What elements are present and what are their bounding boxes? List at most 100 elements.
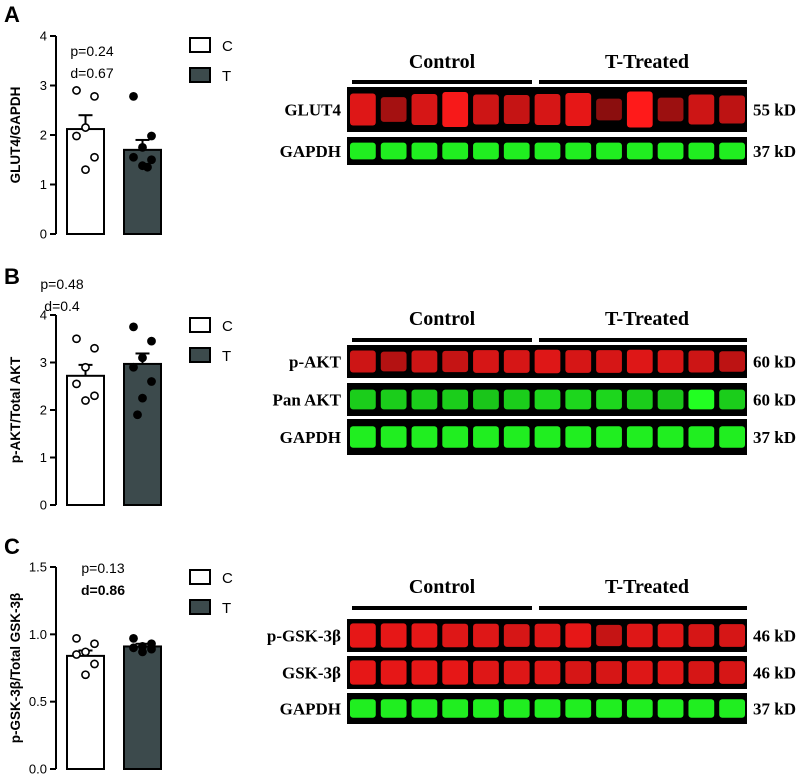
blot-band [657, 142, 684, 160]
blot-band [626, 91, 653, 128]
blot-band [350, 389, 376, 410]
blot-band [719, 426, 745, 448]
data-point [90, 659, 99, 669]
blot-band [626, 389, 653, 410]
blot-band [626, 349, 653, 374]
blot-band [442, 660, 469, 685]
blot-band [565, 661, 592, 684]
blot-band [719, 95, 745, 124]
blot-band [534, 349, 561, 374]
y-tick-label: 1.5 [29, 560, 47, 575]
blot-band [380, 623, 407, 648]
legend-label: T [222, 348, 231, 365]
blot-band [442, 142, 469, 160]
blot-band [350, 142, 376, 160]
data-point [72, 131, 81, 141]
blot-band [473, 350, 499, 373]
bar-t [123, 645, 162, 770]
blot-band [473, 426, 499, 448]
group-bar-treated [539, 606, 747, 610]
legend-swatch [189, 569, 211, 585]
data-point [147, 336, 156, 346]
data-point [129, 91, 138, 101]
y-tick-label: 2 [40, 128, 47, 143]
data-point [129, 643, 138, 653]
blot-band [534, 389, 561, 410]
blot-band [380, 699, 407, 718]
panel-letter: C [4, 534, 20, 559]
blot-band [688, 624, 715, 647]
blot-band [596, 389, 622, 410]
blot-band [719, 351, 745, 372]
y-axis-label: GLUT4/GAPDH [8, 87, 23, 184]
blot-band [565, 350, 592, 373]
group-bar-treated [539, 338, 747, 342]
blot-band [657, 426, 684, 448]
bar-c [66, 654, 105, 771]
y-axis-label: p-AKT/Total AKT [8, 356, 23, 463]
legend-swatch [189, 347, 211, 363]
blot-label: GAPDH [280, 142, 341, 161]
blot-band [380, 426, 407, 448]
bar-t [123, 362, 162, 506]
legend-label: C [222, 318, 233, 335]
data-point [138, 353, 147, 363]
data-point [90, 343, 99, 353]
blot-band [565, 142, 592, 160]
blot-band [626, 660, 653, 685]
blot-band [657, 660, 684, 685]
blot-band [411, 699, 438, 718]
blot-band [442, 426, 469, 448]
blot-size: 46 kD [753, 664, 796, 683]
blot-label: GSK-3β [282, 664, 341, 683]
data-point [129, 152, 138, 162]
y-tick-label: 1 [40, 450, 47, 465]
panel-letter: B [4, 264, 20, 289]
blot-band [688, 699, 715, 718]
data-point [147, 377, 156, 386]
blot-label: p-AKT [289, 353, 342, 372]
stat-annotation: p=0.48 [40, 276, 83, 292]
blot-size: 55 kD [753, 101, 796, 120]
blot-band [596, 699, 622, 718]
data-point [81, 165, 90, 175]
legend-label: C [222, 38, 233, 55]
group-label-treated: T-Treated [605, 51, 689, 73]
y-tick-label: 1.0 [29, 627, 47, 642]
blot-band [719, 624, 745, 647]
group-bar-control [352, 606, 532, 610]
blot-band [503, 660, 530, 685]
blot-band [350, 660, 376, 685]
y-tick-label: 3 [40, 355, 47, 370]
blot-band [534, 426, 561, 448]
data-point [72, 633, 81, 643]
blot-band [657, 389, 684, 410]
blot-band [719, 142, 745, 160]
blot-band [657, 623, 684, 648]
blot-label: GAPDH [280, 700, 341, 719]
blot-band [411, 426, 438, 448]
blot-band [503, 142, 530, 160]
blot-band [473, 623, 499, 648]
data-point [129, 633, 138, 643]
blot-band [534, 623, 561, 648]
blot-band [503, 95, 530, 124]
blot-band [626, 142, 653, 160]
blot-band [626, 623, 653, 648]
bar-c [66, 128, 105, 235]
legend-label: C [222, 570, 233, 587]
group-label-treated: T-Treated [605, 308, 689, 330]
blot-band [503, 389, 530, 410]
blot-band [380, 97, 407, 122]
data-point [129, 322, 138, 332]
blot-band [688, 94, 715, 125]
blot-size: 37 kD [753, 428, 796, 447]
blot-band [596, 426, 622, 448]
blot-band [350, 426, 376, 448]
blot-band [688, 350, 715, 373]
blot-band [688, 661, 715, 684]
data-point [133, 410, 142, 420]
blot-band [719, 661, 745, 684]
blot-size: 37 kD [753, 700, 796, 719]
